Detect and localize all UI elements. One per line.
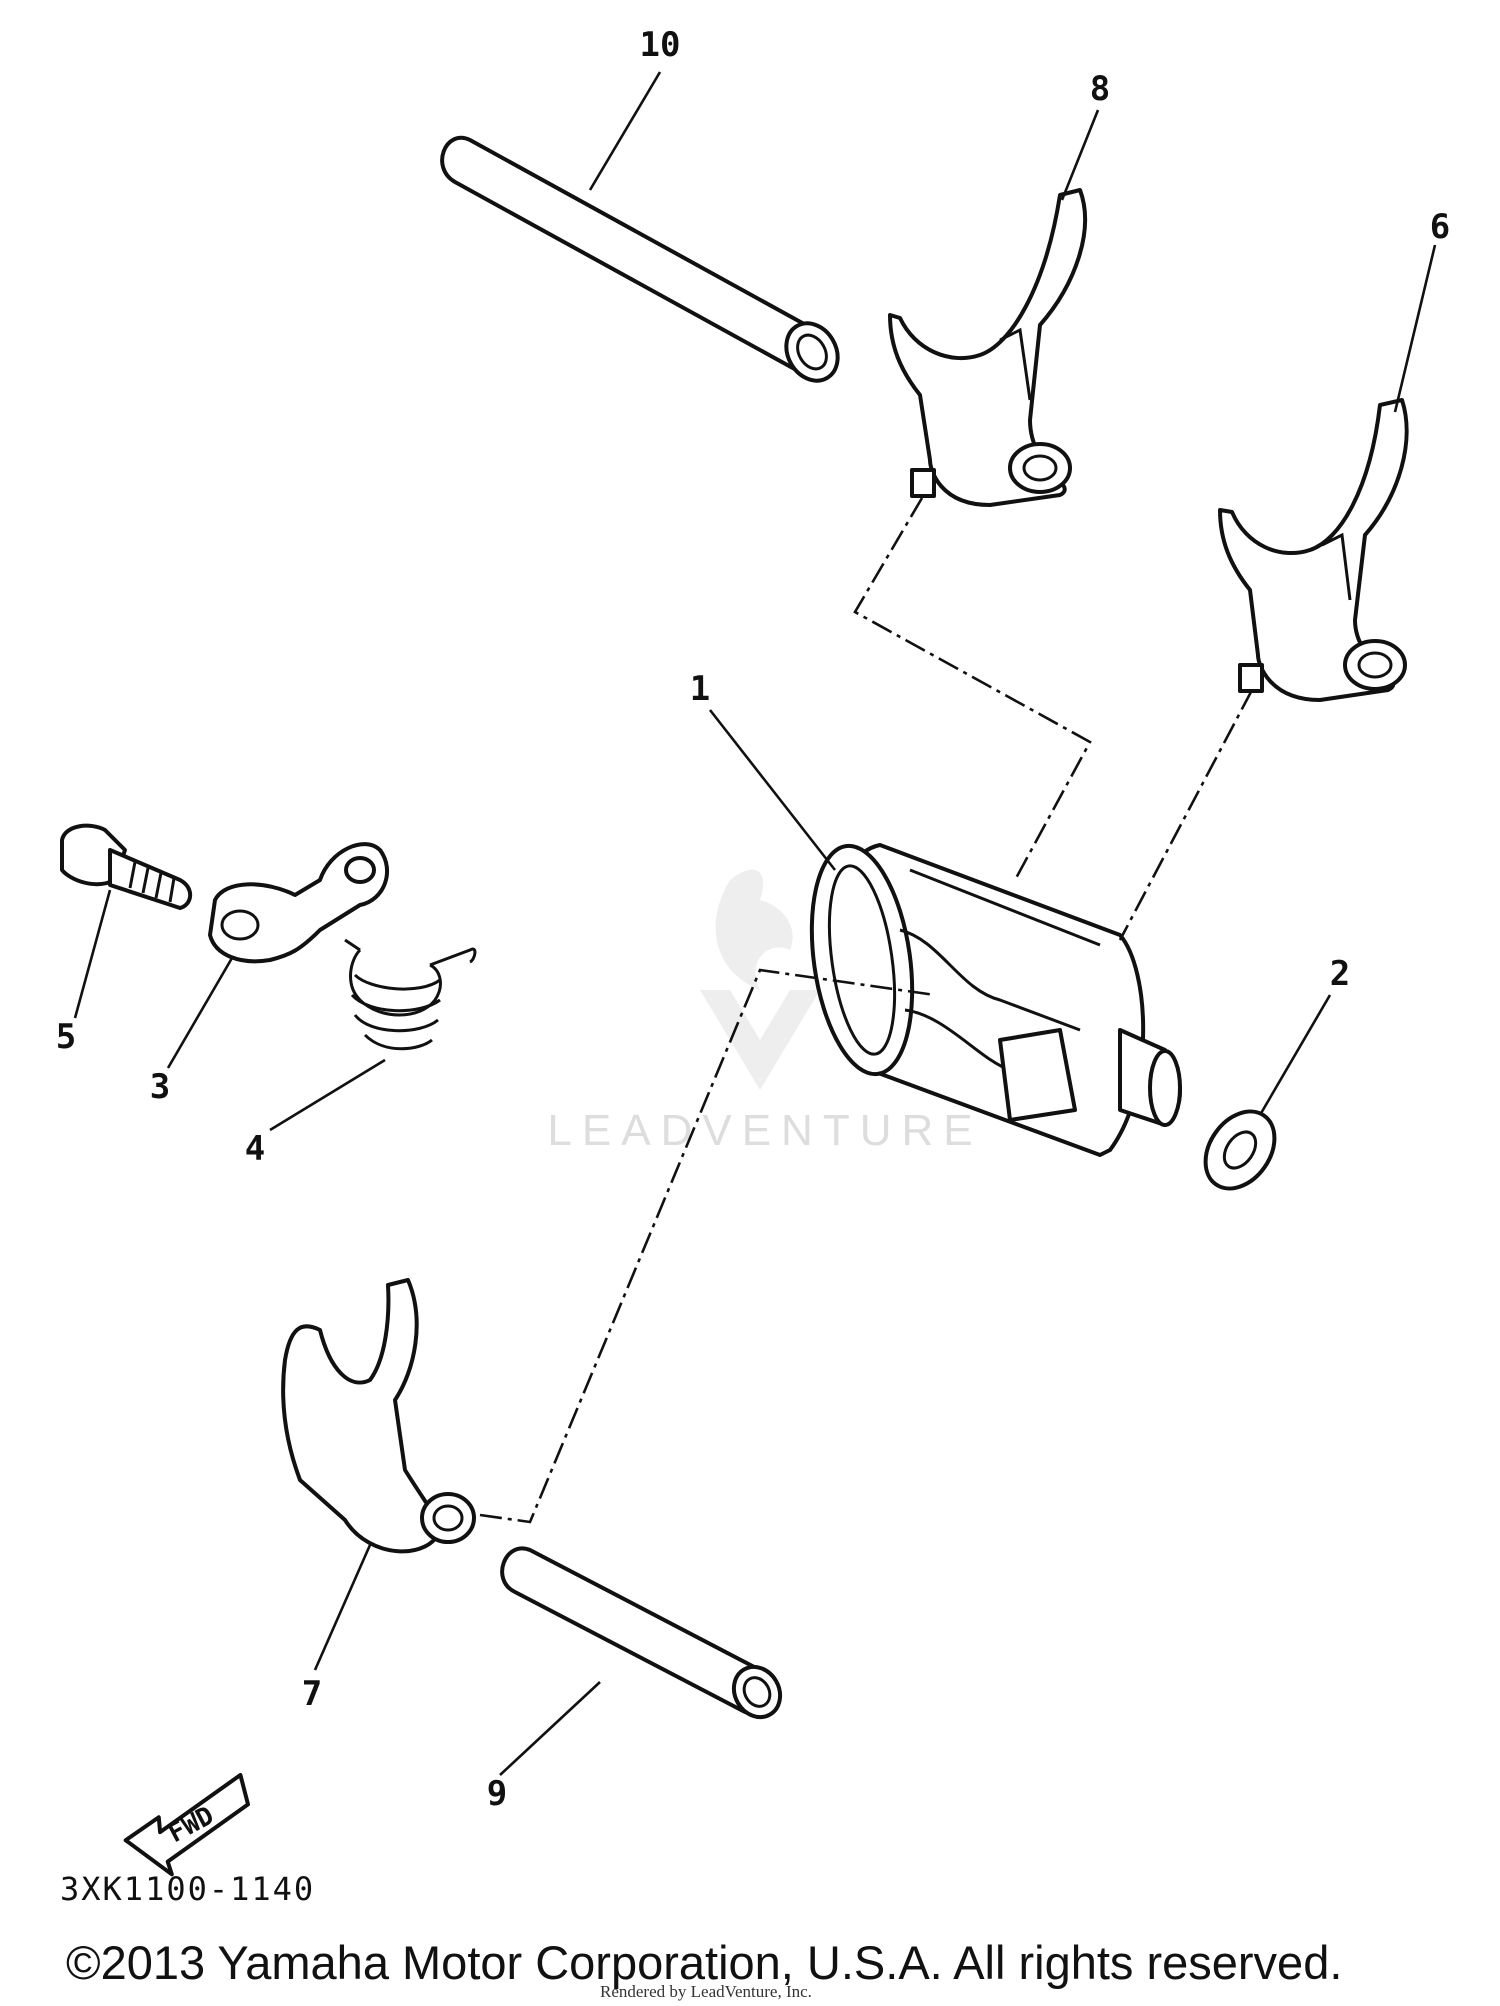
watermark-text: LEADVENTURE bbox=[547, 1106, 982, 1155]
leader-9 bbox=[499, 1681, 601, 1776]
fwd-arrow-icon: FWD bbox=[123, 1772, 251, 1877]
part-1-shift-drum bbox=[809, 843, 1182, 1157]
copyright-notice: ©2013 Yamaha Motor Corporation, U.S.A. A… bbox=[66, 1936, 1343, 1989]
part-2-washer bbox=[1203, 1109, 1277, 1191]
leader-7 bbox=[313, 1544, 372, 1671]
leader-8 bbox=[1060, 109, 1100, 201]
callout-6: 6 bbox=[1430, 207, 1450, 247]
part-7-shift-fork bbox=[281, 1278, 476, 1554]
assembly-line-6 bbox=[1118, 689, 1254, 941]
assembly-line-8 bbox=[853, 497, 1092, 881]
part-8-shift-fork bbox=[888, 188, 1088, 507]
callout-7: 7 bbox=[302, 1674, 322, 1714]
leader-10 bbox=[588, 71, 662, 191]
callout-4: 4 bbox=[245, 1129, 265, 1169]
leader-6 bbox=[1393, 244, 1437, 413]
leader-2 bbox=[1258, 994, 1332, 1116]
callout-10: 10 bbox=[640, 25, 681, 65]
part-5-bolt bbox=[60, 823, 193, 910]
part-4-torsion-spring bbox=[344, 938, 477, 1051]
leader-3 bbox=[166, 957, 234, 1069]
callout-8: 8 bbox=[1090, 69, 1110, 109]
assembly-line-7 bbox=[479, 968, 936, 1524]
callout-1: 1 bbox=[690, 669, 710, 709]
watermark-logo bbox=[700, 869, 820, 1090]
leader-4 bbox=[269, 1058, 386, 1132]
leader-1 bbox=[708, 709, 837, 871]
part-3-stopper-lever bbox=[208, 842, 390, 964]
part-9-shift-rod bbox=[500, 1546, 783, 1720]
part-6-shift-fork bbox=[1218, 398, 1409, 702]
callout-2: 2 bbox=[1330, 954, 1350, 994]
callout-3: 3 bbox=[150, 1067, 170, 1107]
part-code: 3XK1100-1140 bbox=[60, 1870, 316, 1908]
callout-5: 5 bbox=[56, 1017, 76, 1057]
callout-9: 9 bbox=[487, 1774, 507, 1814]
leader-5 bbox=[73, 889, 112, 1019]
part-10-shift-rod bbox=[440, 135, 840, 383]
rendered-by-notice: Rendered by LeadVenture, Inc. bbox=[600, 1982, 812, 2001]
